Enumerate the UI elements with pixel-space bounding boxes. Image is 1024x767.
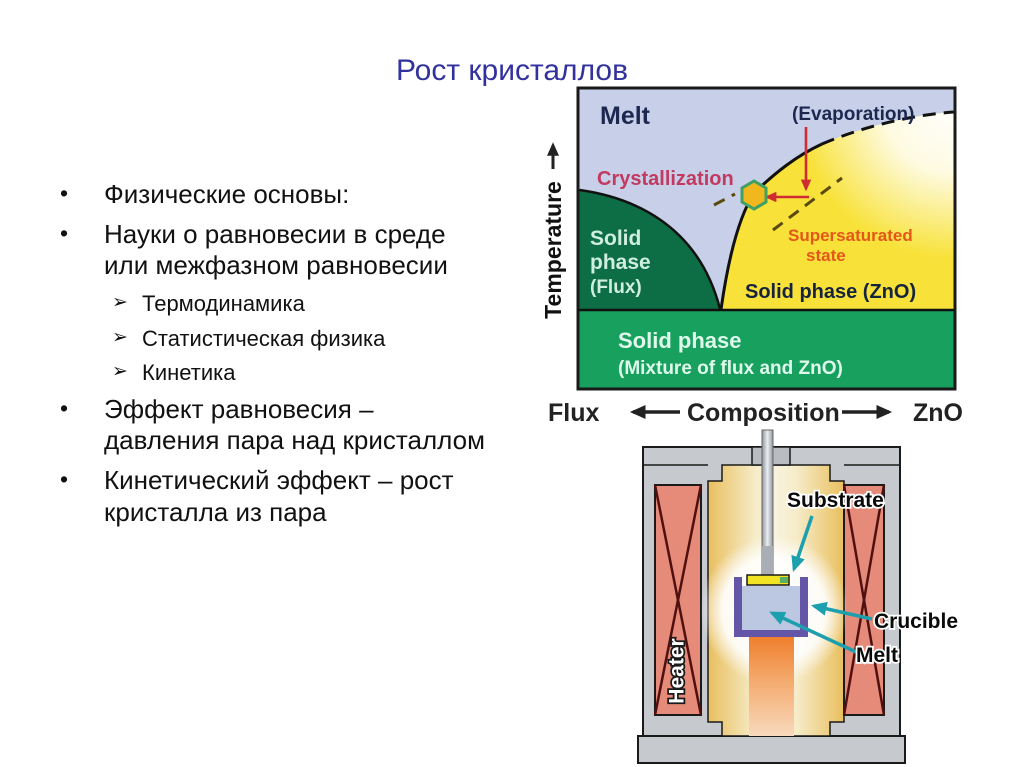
evaporation-dashed-line [821, 110, 954, 146]
vapor-glow [798, 112, 954, 258]
bullet-icon: • [60, 394, 69, 421]
rod-tip [762, 546, 773, 575]
substrate-label: Substrate [787, 489, 884, 512]
bullet-list: • Физические основы: • Науки о равновеси… [52, 179, 532, 537]
supersaturated-label2: state [806, 246, 846, 265]
heater-left [653, 484, 703, 716]
bullet-text: Науки о равновесии в среде или межфазном… [104, 218, 448, 281]
seed-crystal [780, 577, 788, 583]
flux-phase-label1: Solid [590, 227, 641, 250]
zno-axis-label: ZnO [913, 399, 963, 427]
arrow-bullet-icon: ➢ [112, 326, 128, 348]
bullet-text: Эффект равновесия – давления пара над кр… [104, 393, 485, 456]
list-item: • Науки о равновесии в среде или межфазн… [52, 219, 532, 282]
list-item: • Кинетический эффект – рост кристалла и… [52, 465, 532, 528]
melt-pool [741, 586, 801, 632]
bullet-text: Статистическая физика [142, 325, 386, 351]
supersaturation-dash-line [772, 176, 843, 232]
bullet-text: Физические основы: [104, 179, 350, 209]
pedestal [749, 634, 794, 736]
arrow-bullet-icon: ➢ [112, 292, 128, 314]
melt-label: Melt [600, 102, 651, 130]
zno-phase-label: Solid phase (ZnO) [745, 281, 916, 303]
evaporation-label: (Evaporation) [792, 104, 914, 125]
furnace-base [637, 735, 906, 764]
arrow-bullet-icon: ➢ [112, 361, 128, 383]
flux-phase-label2: phase [590, 251, 651, 274]
flux-boundary-line [579, 188, 722, 310]
page-title: Рост кристаллов [395, 54, 629, 88]
bullet-text: Кинетический эффект – рост кристалла из … [104, 465, 454, 527]
crucible [734, 577, 808, 637]
sub-list-item: ➢ Термодинамика [52, 290, 532, 318]
furnace-diagram: Substrate Crucible Melt Heater [637, 429, 960, 764]
list-item: • Эффект равновесия – давления пара над … [52, 394, 532, 457]
supersaturation-dash-left [713, 192, 736, 207]
substrate-pointer-arrow-icon [791, 515, 814, 572]
crucible-label: Crucible [874, 610, 958, 633]
flux-region [579, 190, 720, 309]
crystallization-label: Crystallization [597, 168, 734, 190]
bullet-text: Термодинамика [142, 291, 305, 317]
list-item: • Физические основы: [52, 179, 532, 211]
phase-diagram: Melt (Evaporation) Crystallization Super… [540, 86, 963, 427]
heater-label: Heater [666, 638, 689, 703]
composition-axis-label: Composition [687, 399, 840, 427]
flux-axis-label: Flux [548, 399, 599, 427]
substrate-plate [746, 574, 790, 586]
temperature-axis-label: Temperature [540, 181, 566, 319]
sub-list-item: ➢ Кинетика [52, 359, 532, 387]
bullet-icon: • [60, 180, 69, 206]
supersaturated-label: Supersaturated [788, 226, 913, 245]
heater-right [842, 484, 886, 716]
melt-pointer-arrow-icon [769, 611, 857, 654]
bullet-icon: • [60, 466, 69, 493]
mixture-label2: (Mixture of flux and ZnO) [618, 358, 843, 379]
bullet-text: Кинетика [142, 360, 236, 386]
flux-phase-label3: (Flux) [590, 277, 642, 298]
crucible-pointer-arrow-icon [810, 601, 873, 621]
mixture-region [579, 310, 954, 388]
crystal-hexagon-icon [740, 179, 768, 211]
mixture-label1: Solid phase [618, 328, 741, 353]
sub-list-item: ➢ Статистическая физика [52, 325, 532, 353]
melt-label: Melt [856, 644, 898, 667]
bullet-icon: • [60, 219, 69, 246]
